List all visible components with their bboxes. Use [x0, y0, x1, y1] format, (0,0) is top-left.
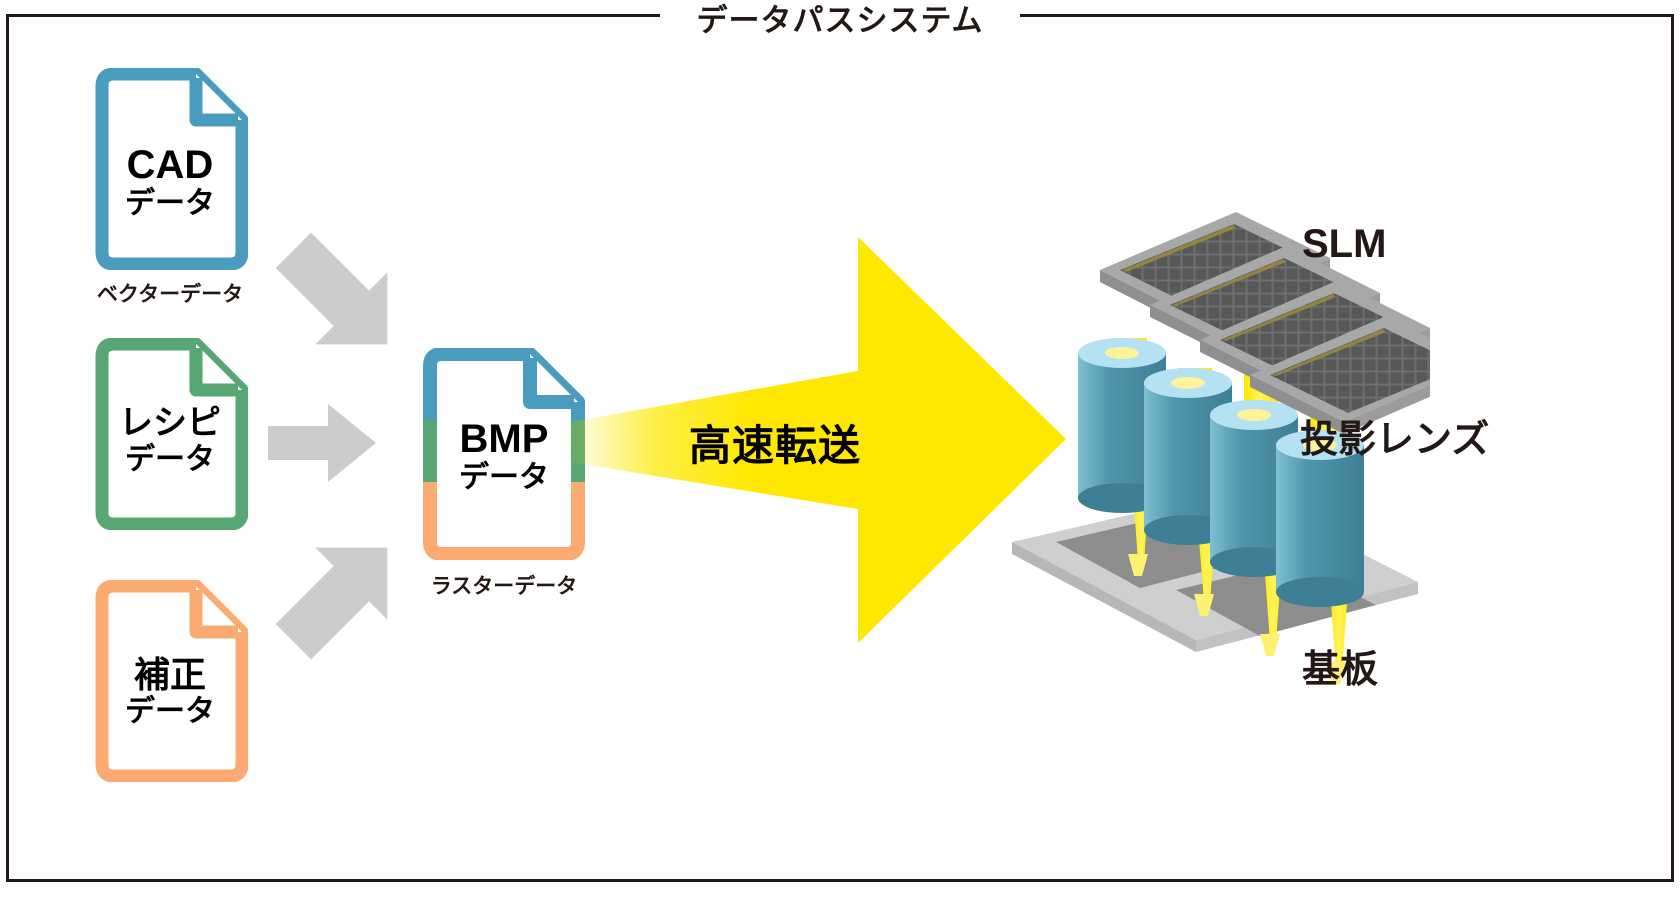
- file-icon-bmp: [423, 348, 585, 560]
- arrow-recipe-to-bmp: [268, 404, 376, 482]
- transfer-label: 高速転送: [688, 422, 861, 469]
- document-recipe: レシピ データ: [92, 338, 248, 530]
- frame-left-edge: [6, 14, 9, 882]
- label-slm: SLM: [1302, 222, 1387, 266]
- optics-assembly: [1012, 212, 1430, 684]
- slm-panel-4: [1250, 316, 1430, 434]
- document-bmp-caption: ラスターデータ: [430, 575, 578, 598]
- document-cad: CAD データ: [92, 68, 248, 270]
- arrow-cad-to-bmp: [275, 232, 388, 345]
- document-correction: 補正 データ: [92, 580, 248, 782]
- frame-top-right-segment: [1010, 14, 1674, 17]
- diagram-title: データパスシステム: [660, 0, 1020, 39]
- document-cad-caption: ベクターデータ: [96, 283, 244, 306]
- file-icon-correction: [95, 580, 248, 782]
- file-icon-cad: [95, 68, 248, 270]
- file-icon-recipe: [95, 338, 248, 530]
- frame-right-edge: [1671, 14, 1674, 882]
- frame-top-left-segment: [6, 14, 670, 17]
- lens-body-4: [1276, 445, 1364, 592]
- frame-bottom-edge: [6, 879, 1674, 882]
- arrow-correction-to-bmp: [275, 547, 388, 660]
- label-substrate: 基板: [1302, 649, 1379, 691]
- arrow-high-speed-transfer: [564, 237, 1066, 643]
- label-lens: 投影レンズ: [1300, 419, 1490, 461]
